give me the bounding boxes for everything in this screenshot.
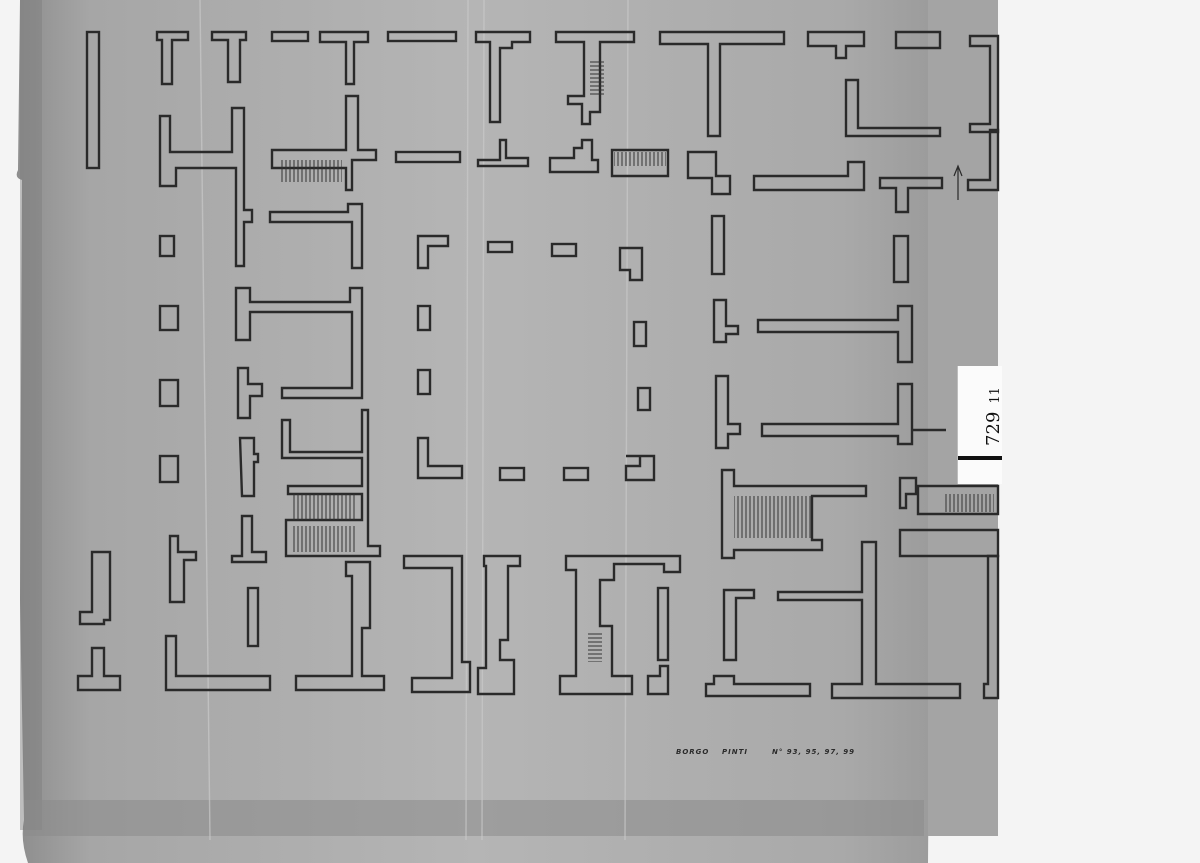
fold-line — [199, 0, 211, 841]
archive-number: 72911 — [982, 387, 1004, 446]
house-numbers-caption: N° 93, 95, 97, 99 — [772, 748, 855, 756]
fold-line — [624, 0, 629, 841]
fold-line — [465, 0, 469, 841]
street-caption: BORGO — [676, 748, 709, 756]
bottom-tape — [24, 800, 924, 836]
street-label: BORGO — [676, 748, 710, 756]
paper-sheet-main — [16, 0, 935, 863]
archive-label: 72911 — [957, 366, 1004, 484]
paper-edge-shadow — [20, 0, 42, 830]
north-arrow-icon — [953, 164, 963, 200]
fold-line — [481, 0, 485, 841]
label-bar — [958, 456, 1002, 460]
wall-outlines — [76, 30, 1000, 700]
street-name-caption: PINTI — [722, 748, 748, 756]
street-name: PINTI — [722, 748, 748, 756]
house-numbers: N° 93, 95, 97, 99 — [772, 748, 856, 756]
